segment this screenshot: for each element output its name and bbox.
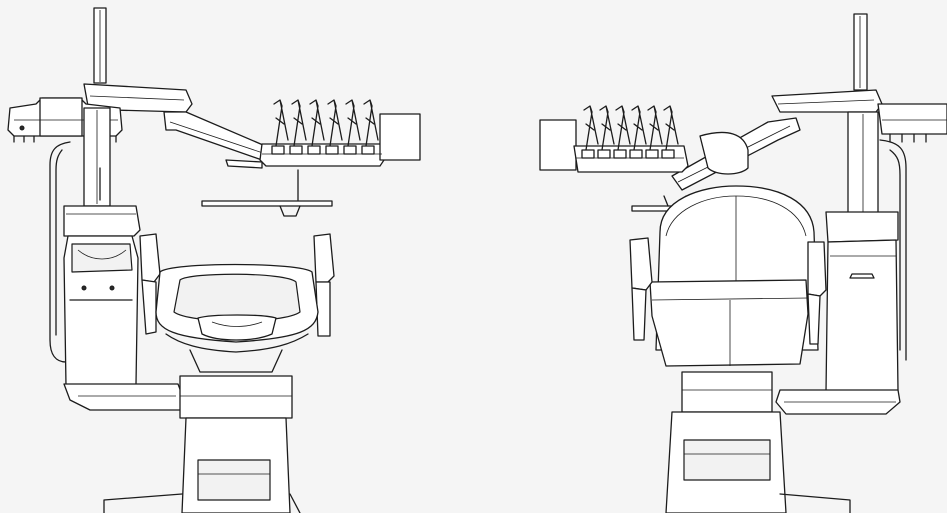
base-arm	[775, 389, 901, 415]
lamp-column	[83, 107, 111, 207]
armrest-right	[313, 233, 335, 337]
tray-arm	[163, 111, 271, 161]
instrument-holder	[645, 105, 663, 159]
instrument-holder	[361, 99, 379, 155]
hose-loop	[49, 141, 71, 363]
instrument-holders	[271, 99, 379, 155]
instrument-holder	[597, 105, 615, 159]
water-unit	[825, 211, 899, 393]
chair-base	[103, 375, 301, 513]
dental-unit-right-view	[539, 13, 947, 513]
instrument-holder	[289, 99, 307, 155]
instrument-holder	[307, 99, 325, 155]
upper-arm	[771, 89, 883, 113]
light-pole	[93, 7, 107, 84]
patient-chair-seat	[155, 263, 319, 373]
bracket-table	[201, 169, 333, 217]
instrument-holder	[661, 105, 679, 159]
hose-loop	[879, 139, 907, 361]
instrument-holder	[581, 105, 599, 159]
instrument-holder	[271, 99, 289, 155]
chair-lower-back	[649, 279, 809, 367]
water-unit	[63, 205, 141, 387]
instrument-holder	[325, 99, 343, 155]
light-pole	[853, 13, 868, 91]
base-arm	[63, 383, 185, 411]
dental-unit-left-view	[7, 7, 421, 513]
instrument-holder	[343, 99, 361, 155]
armrest-right	[807, 241, 827, 345]
armrest-left	[629, 237, 653, 341]
instrument-holder	[629, 105, 647, 159]
instrument-tray	[539, 119, 689, 173]
instrument-holder	[613, 105, 631, 159]
instrument-holders	[581, 105, 679, 159]
operating-lamp	[877, 103, 947, 143]
chair-base	[665, 371, 851, 513]
armrest-left	[139, 233, 161, 335]
